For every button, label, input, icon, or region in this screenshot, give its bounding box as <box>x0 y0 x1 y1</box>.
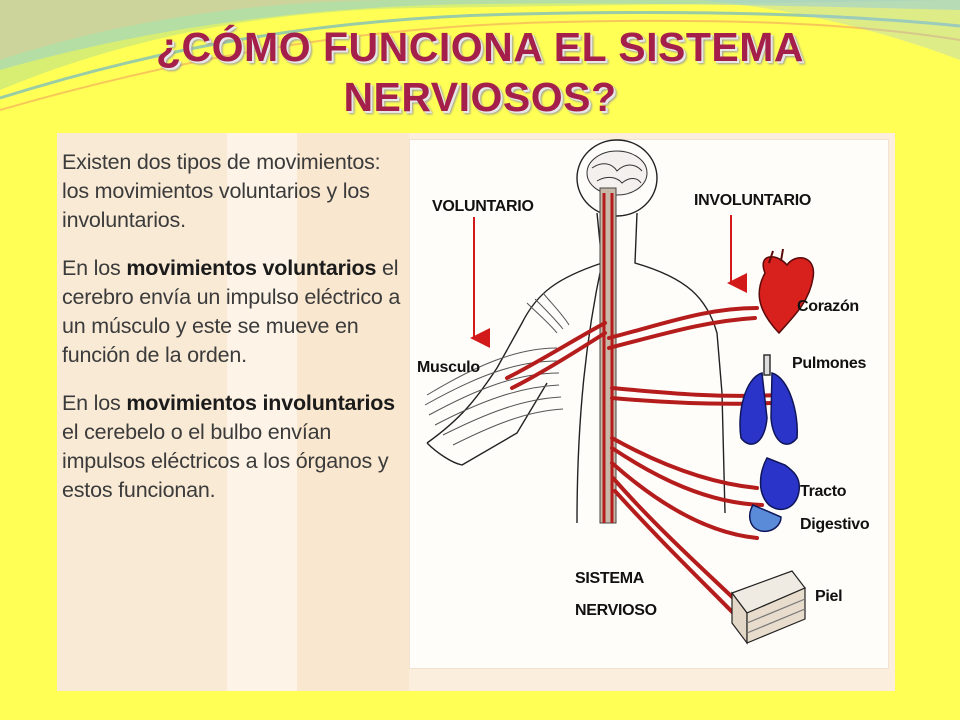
label-pulmones: Pulmones <box>792 355 866 372</box>
lungs-organ <box>739 354 798 445</box>
bold-term-voluntary: movimientos voluntarios <box>126 256 377 280</box>
title-line-1: ¿CÓMO FUNCIONA EL SISTEMA <box>156 24 804 70</box>
label-involuntario: INVOLUNTARIO <box>694 192 811 209</box>
text-fragment: En los <box>62 391 127 415</box>
brain <box>586 150 648 196</box>
label-sistema: SISTEMA <box>575 570 645 587</box>
label-corazon: Corazón <box>797 298 859 315</box>
paragraph-involuntary: En los movimientos involuntarios el cere… <box>62 389 407 505</box>
text-fragment: En los <box>62 256 127 280</box>
text-fragment: el cerebro envía un impulso eléctrico a … <box>62 256 401 367</box>
arm-muscle <box>424 292 570 446</box>
nervous-system-diagram: VOLUNTARIO INVOLUNTARIO Musculo Corazón … <box>417 139 870 645</box>
bold-term-involuntary: movimientos involuntarios <box>126 391 395 415</box>
paragraph-intro: Existen dos tipos de movimientos: los mo… <box>62 150 381 232</box>
label-digestivo: Digestivo <box>800 516 870 533</box>
body-outline <box>426 139 726 524</box>
page-title: ¿CÓMO FUNCIONA EL SISTEMA NERVIOSOS? <box>20 22 940 122</box>
label-musculo: Musculo <box>417 359 480 376</box>
content-image: Existen dos tipos de movimientos: los mo… <box>57 133 895 691</box>
paragraph-voluntary: En los movimientos voluntarios el cerebr… <box>62 254 407 370</box>
explanation-text: Existen dos tipos de movimientos: los mo… <box>62 148 407 524</box>
label-piel: Piel <box>815 588 842 605</box>
skin-sample <box>731 570 806 645</box>
text-fragment: el cerebelo o el bulbo envían impulsos e… <box>62 420 389 502</box>
title-line-2: NERVIOSOS? <box>343 74 617 120</box>
label-nervioso: NERVIOSO <box>575 602 657 619</box>
decorative-swoosh <box>0 0 960 111</box>
spinal-cord <box>599 187 617 524</box>
label-voluntario: VOLUNTARIO <box>432 198 534 215</box>
digestive-organ <box>748 457 801 533</box>
label-tracto: Tracto <box>800 483 847 500</box>
diagram-area <box>409 139 889 669</box>
heart-organ <box>758 248 815 335</box>
